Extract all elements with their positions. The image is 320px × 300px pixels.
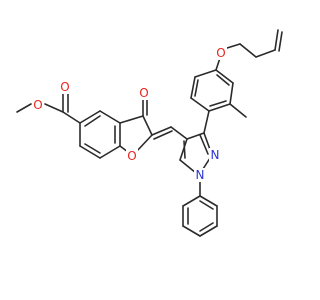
bond: [79, 145, 101, 159]
label-backdrop: [126, 149, 138, 163]
bond: [79, 110, 101, 124]
bond: [179, 138, 188, 161]
bond: [183, 140, 186, 159]
label-backdrop: [215, 46, 227, 60]
bond: [99, 110, 121, 124]
bond: [209, 100, 227, 107]
bond: [16, 103, 32, 113]
label-backdrop: [59, 80, 71, 94]
label-backdrop: [32, 98, 44, 112]
bond: [170, 126, 188, 140]
label-backdrop: [194, 168, 206, 182]
bond: [190, 97, 210, 112]
bond: [278, 31, 283, 52]
atom-o-allyl-ether: O: [216, 46, 225, 60]
bond: [239, 43, 257, 58]
atom-n-pyrazole-1: N: [196, 168, 205, 182]
bond: [135, 134, 153, 153]
bond: [194, 79, 199, 97]
bond: [182, 225, 201, 237]
bond: [215, 69, 234, 84]
bond: [151, 126, 172, 136]
bond: [84, 115, 101, 127]
molecule-diagram: O O O O O N N: [16, 29, 283, 237]
bond: [226, 43, 241, 49]
bond: [274, 29, 279, 51]
bond: [142, 115, 153, 136]
atom-o-ketone: O: [139, 86, 148, 100]
atom-n-pyrazole-2: N: [211, 148, 220, 162]
bond: [84, 143, 101, 154]
bond: [203, 110, 210, 134]
atom-o-ester-methoxy: O: [33, 98, 42, 112]
bond: [199, 225, 218, 237]
bond: [199, 222, 214, 232]
bond: [208, 103, 231, 112]
bond: [229, 103, 247, 118]
bond: [186, 132, 205, 140]
atom-o-ester-carbonyl: O: [60, 80, 69, 94]
molecule-structure: O O O O O N N: [16, 29, 283, 237]
bond: [179, 159, 197, 174]
label-backdrop: [138, 86, 150, 100]
bond: [62, 111, 81, 124]
atom-label-group: O O O O O N N: [32, 46, 227, 182]
bond: [199, 200, 214, 210]
bond: [182, 195, 201, 207]
bond: [199, 134, 209, 155]
label-backdrop: [209, 148, 221, 162]
bond: [153, 130, 173, 140]
bond: [44, 103, 64, 113]
bond: [199, 195, 218, 207]
bond: [119, 115, 144, 124]
atom-o-furan: O: [127, 149, 136, 163]
bond: [190, 76, 196, 99]
bond: [229, 82, 234, 105]
bond: [99, 145, 121, 159]
bond: [194, 69, 217, 78]
bond: [216, 74, 230, 86]
bond: [255, 49, 276, 58]
